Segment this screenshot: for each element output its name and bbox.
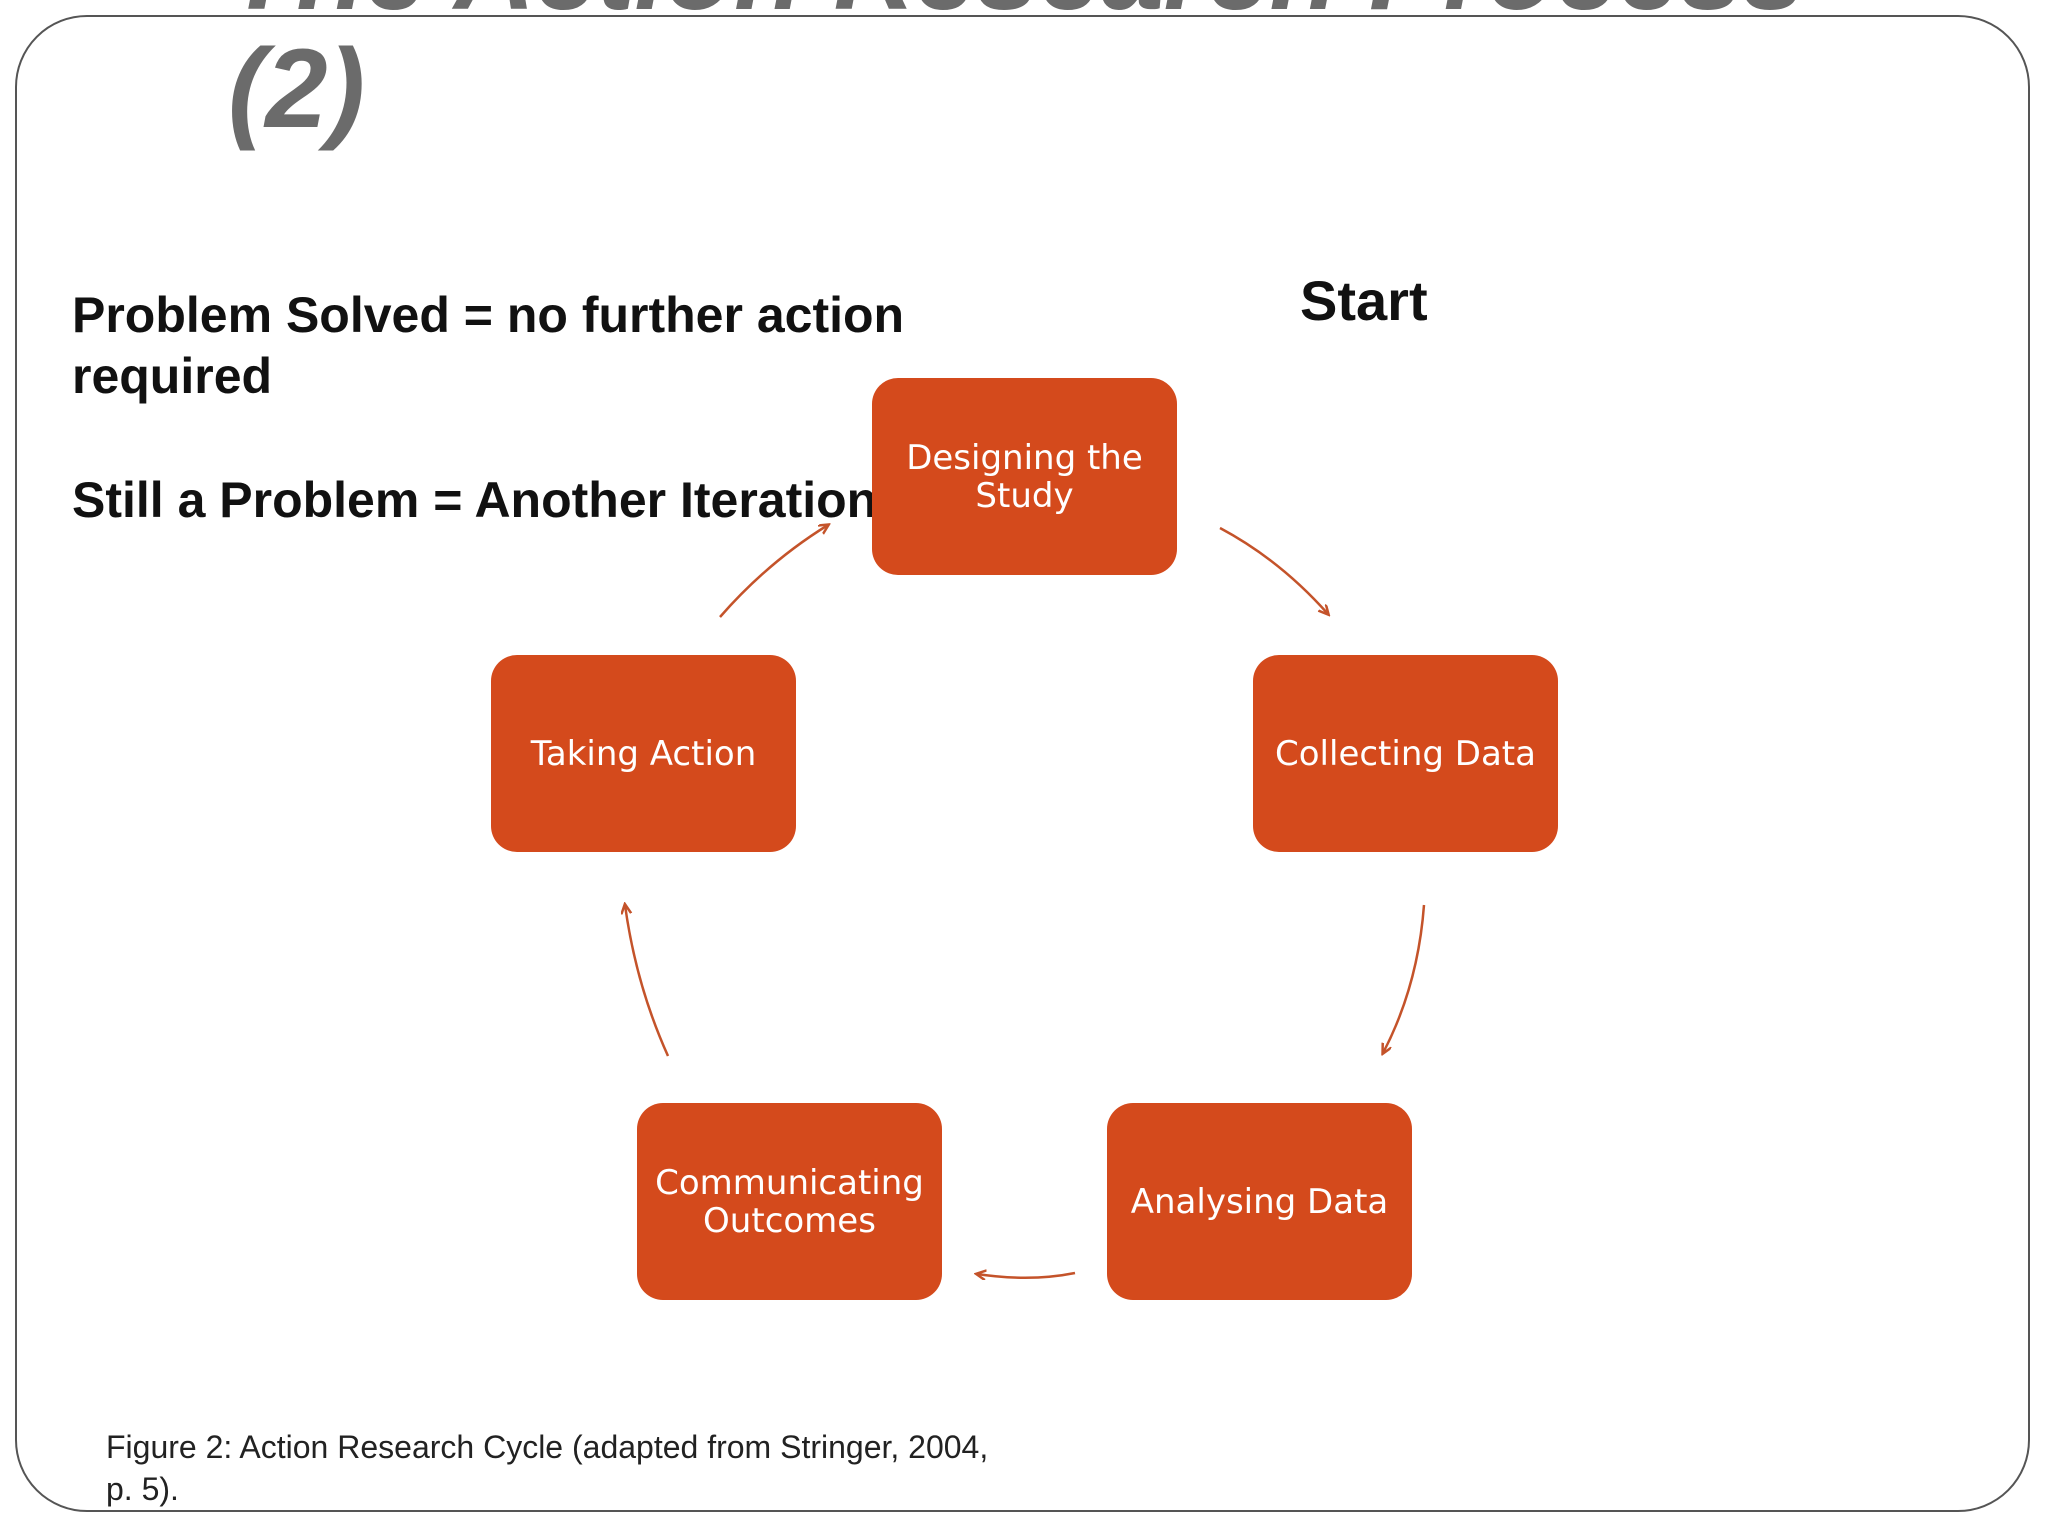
slide-frame [15,15,2030,1512]
cycle-step-analysing-data: Analysing Data [1107,1103,1412,1300]
arrow-collect-to-analyse [1383,904,1426,1053]
arrow-communicate-to-action [625,905,670,1057]
arrow-analyse-to-communicate [977,1273,1076,1278]
still-a-problem-note: Still a Problem = Another Iteration [72,472,878,528]
problem-solved-note-line-2: required [72,348,273,404]
arrow-design-to-collect [1219,526,1328,614]
cycle-step-collecting-data: Collecting Data [1253,655,1558,852]
arrow-action-to-design [719,525,828,618]
slide-title: The Action Research Process (2) [228,0,1805,151]
cycle-step-taking-action: Taking Action [491,655,796,852]
figure-caption: Figure 2: Action Research Cycle (adapted… [106,1429,989,1507]
cycle-step-label: Designing the Study [906,437,1143,516]
cycle-step-label: Taking Action [530,733,757,774]
start-label: Start [1300,269,1428,332]
cycle-step-label: Collecting Data [1275,733,1536,774]
cycle-step-communicating-outcomes: Communicating Outcomes [637,1103,942,1300]
cycle-step-label: Communicating Outcomes [655,1162,924,1241]
cycle-step-label: Analysing Data [1130,1181,1389,1222]
cycle-step-designing-the-study: Designing the Study [872,378,1177,575]
problem-solved-note-line-1: Problem Solved = no further action [72,287,905,343]
